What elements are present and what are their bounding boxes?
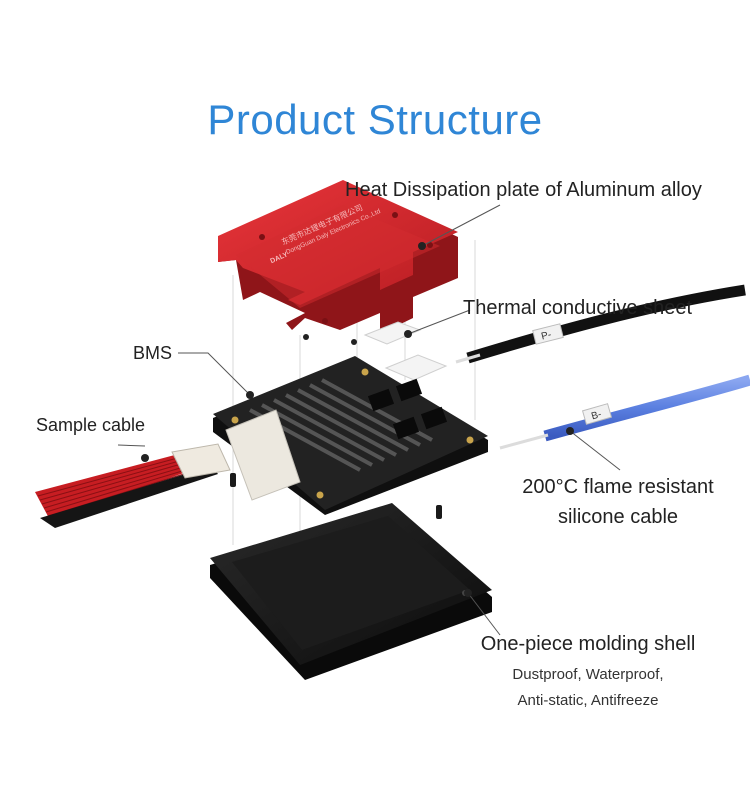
silicone-cable-label-line2: silicone cable xyxy=(557,506,679,528)
thermal-sheet-label: Thermal conductive sheet xyxy=(463,297,693,319)
shell-label: One-piece molding shell xyxy=(480,633,696,655)
leader-dots xyxy=(141,242,574,597)
heat-plate-label: Heat Dissipation plate of Aluminum alloy xyxy=(345,179,702,201)
shell-features-line2: Anti-static, Antifreeze xyxy=(517,692,659,709)
silicone-cable-label-line1: 200°C flame resistant xyxy=(522,476,714,498)
thermal-conductive-sheets xyxy=(363,321,448,381)
black-cable-tag: P- xyxy=(540,329,552,342)
shell-features-line1: Dustproof, Waterproof, xyxy=(512,666,664,683)
blue-cable-tag: B- xyxy=(590,409,603,422)
sample-cable-label: Sample cable xyxy=(36,415,146,435)
molding-shell xyxy=(210,503,492,680)
bms-label: BMS xyxy=(133,343,173,363)
shell-features: Dustproof, Waterproof, Anti-static, Anti… xyxy=(478,662,698,714)
leader-lines xyxy=(117,204,621,636)
blue-cable-b: B- xyxy=(499,374,750,450)
black-cable-p: P- xyxy=(455,284,746,364)
aluminum-heat-plate: 东莞市达锂电子有限公司 DongGuan Daly Electronics Co… xyxy=(218,180,458,345)
page-title: Product Structure xyxy=(207,96,543,143)
bms-board xyxy=(213,356,488,515)
silicone-cable-label: 200°C flame resistant silicone cable xyxy=(500,472,736,532)
sample-cable-bundle xyxy=(35,443,231,528)
